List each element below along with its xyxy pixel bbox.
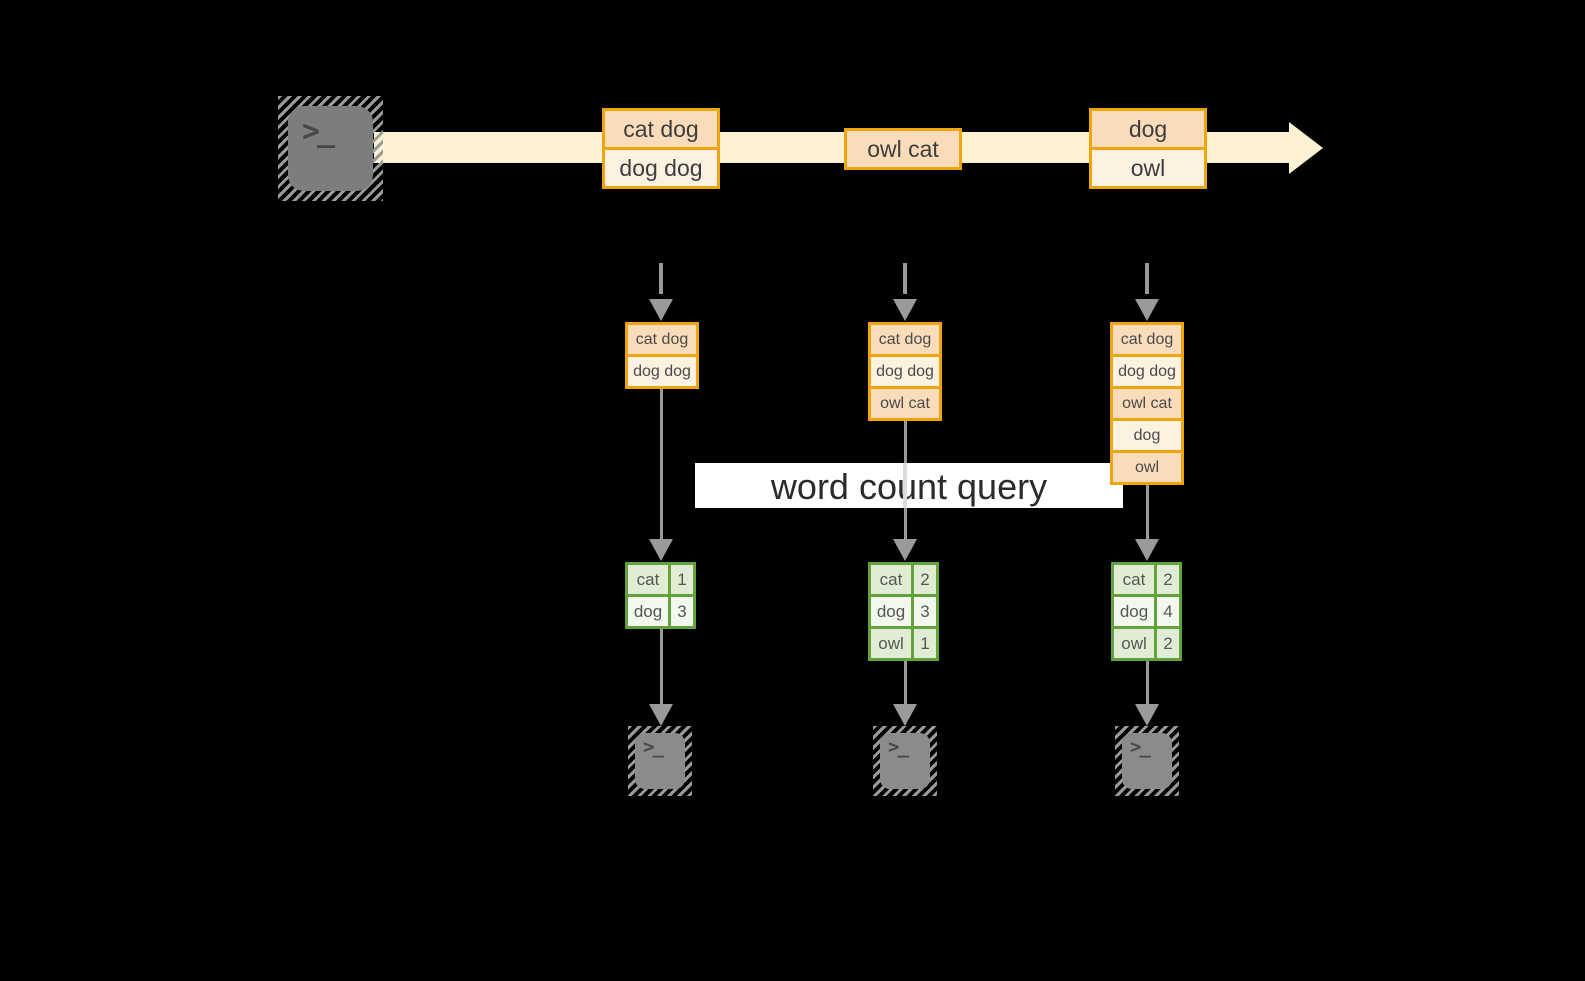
dashed-arrow	[659, 263, 663, 294]
prompt-icon: >_	[1130, 736, 1151, 758]
terminal-screen: >_	[288, 106, 373, 191]
flow-arrowhead-icon	[1135, 539, 1159, 561]
terminal-output-icon: >_	[1115, 726, 1179, 796]
flow-arrowhead-icon	[649, 704, 673, 726]
event-line: dog	[1092, 111, 1204, 147]
buffer-line: dog dog	[1113, 354, 1181, 386]
buffer-box-3: cat dog dog dog owl cat dog owl	[1110, 322, 1184, 485]
wordcount-table-1: cat 1 dog 3	[625, 562, 696, 629]
dashed-arrowhead-icon	[893, 299, 917, 321]
event-line: cat dog	[605, 111, 717, 147]
table-cell-word: owl	[1114, 629, 1154, 658]
flow-arrow	[1146, 661, 1149, 704]
stream-arrowhead-icon	[1289, 122, 1323, 174]
prompt-icon: >_	[302, 114, 335, 149]
table-cell-count: 2	[1157, 565, 1179, 594]
table-cell-count: 3	[914, 597, 936, 626]
table-cell-word: owl	[871, 629, 911, 658]
wordcount-table-2: cat 2 dog 3 owl 1	[868, 562, 939, 661]
table-cell-word: dog	[1114, 597, 1154, 626]
buffer-line: dog	[1113, 418, 1181, 450]
buffer-line: owl	[1113, 450, 1181, 482]
buffer-line: cat dog	[1113, 325, 1181, 354]
dashed-arrowhead-icon	[649, 299, 673, 321]
terminal-screen: >_	[880, 733, 930, 789]
flow-arrowhead-icon	[1135, 704, 1159, 726]
buffer-line: dog dog	[871, 354, 939, 386]
buffer-line: owl cat	[1113, 386, 1181, 418]
terminal-screen: >_	[635, 733, 685, 789]
dashed-arrowhead-icon	[1135, 299, 1159, 321]
table-cell-count: 2	[914, 565, 936, 594]
buffer-box-1: cat dog dog dog	[625, 322, 699, 389]
event-line: dog dog	[605, 147, 717, 186]
table-cell-count: 1	[914, 629, 936, 658]
buffer-line: cat dog	[871, 325, 939, 354]
table-cell-word: cat	[628, 565, 668, 594]
table-cell-word: dog	[871, 597, 911, 626]
terminal-screen: >_	[1122, 733, 1172, 789]
dashed-arrow	[903, 263, 907, 294]
table-cell-word: cat	[1114, 565, 1154, 594]
table-cell-word: dog	[628, 597, 668, 626]
event-line: owl cat	[847, 131, 959, 167]
event-line: owl	[1092, 147, 1204, 186]
query-banner: word count query	[695, 463, 1123, 508]
stream-event-box-3: dog owl	[1089, 108, 1207, 189]
flow-arrow	[660, 389, 663, 539]
prompt-icon: >_	[888, 736, 909, 758]
flow-arrowhead-icon	[893, 704, 917, 726]
table-cell-count: 1	[671, 565, 693, 594]
flow-arrowhead-icon	[649, 539, 673, 561]
dashed-arrow	[1145, 263, 1149, 294]
flow-arrowhead-icon	[893, 539, 917, 561]
table-cell-count: 2	[1157, 629, 1179, 658]
flow-arrow	[660, 629, 663, 704]
flow-arrow	[1146, 485, 1149, 539]
buffer-line: owl cat	[871, 386, 939, 418]
prompt-icon: >_	[643, 736, 664, 758]
stream-event-box-2: owl cat	[844, 128, 962, 170]
buffer-line: cat dog	[628, 325, 696, 354]
table-cell-count: 4	[1157, 597, 1179, 626]
arrow-through-banner	[903, 463, 907, 508]
buffer-box-2: cat dog dog dog owl cat	[868, 322, 942, 421]
terminal-source-icon: >_	[278, 96, 383, 201]
table-cell-count: 3	[671, 597, 693, 626]
table-cell-word: cat	[871, 565, 911, 594]
terminal-output-icon: >_	[873, 726, 937, 796]
stream-event-box-1: cat dog dog dog	[602, 108, 720, 189]
buffer-line: dog dog	[628, 354, 696, 386]
terminal-output-icon: >_	[628, 726, 692, 796]
flow-arrow	[904, 661, 907, 704]
wordcount-table-3: cat 2 dog 4 owl 2	[1111, 562, 1182, 661]
